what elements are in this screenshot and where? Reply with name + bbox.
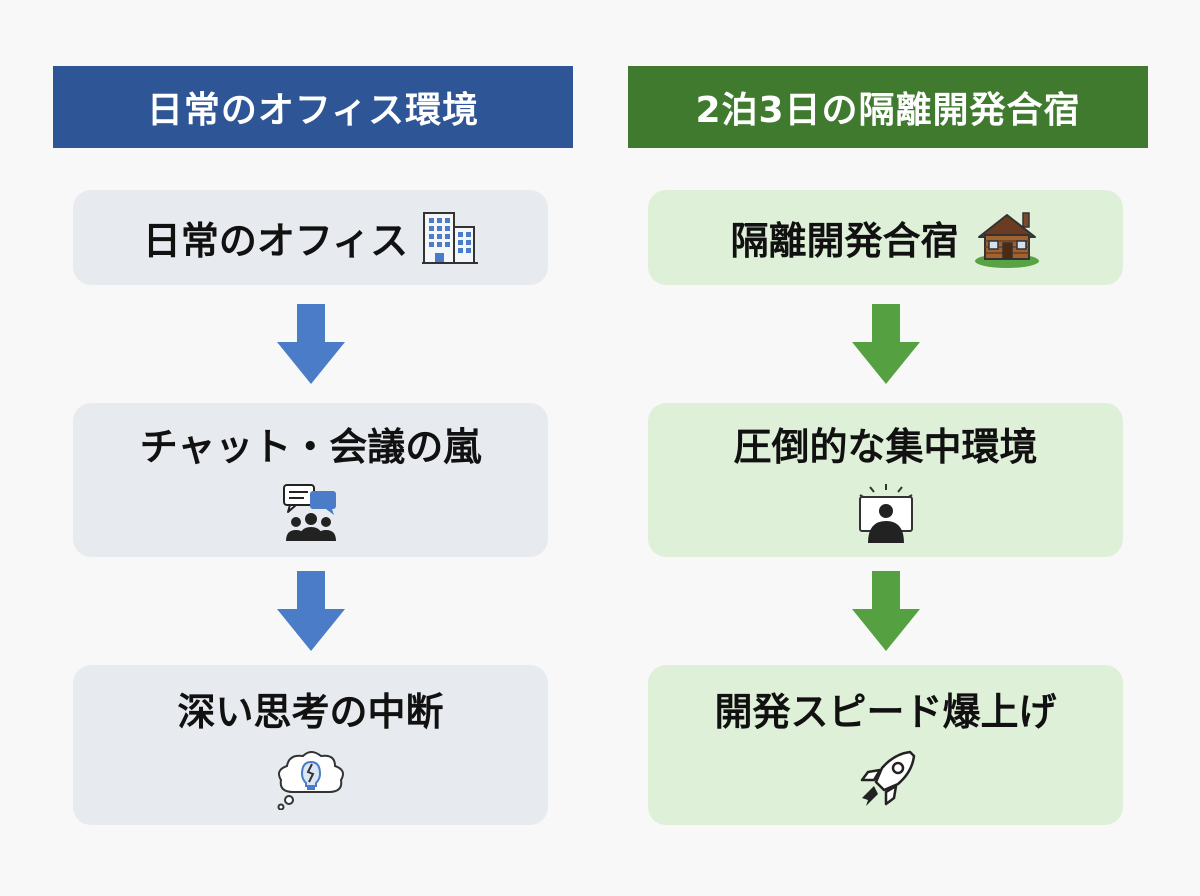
chat-meeting-people-icon [278, 483, 344, 545]
left-step-1: 日常のオフィス [73, 190, 548, 285]
right-step-1: 隔離開発合宿 [648, 190, 1123, 285]
right-step-3: 開発スピード爆上げ [648, 665, 1123, 825]
right-header: 2泊3日の隔離開発合宿 [628, 66, 1148, 148]
rocket-icon [854, 748, 918, 810]
left-step-2: チャット・会議の嵐 [73, 403, 548, 557]
left-column: 日常のオフィス環境 日常のオフィス [53, 66, 573, 825]
cabin-icon [973, 207, 1041, 269]
office-building-icon [422, 209, 479, 267]
left-step-3: 深い思考の中断 [73, 665, 548, 825]
left-step-1-label: 日常のオフィス [142, 219, 409, 263]
right-step-2: 圧倒的な集中環境 [648, 403, 1123, 557]
right-step-1-label: 隔離開発合宿 [730, 219, 959, 263]
focused-person-at-monitor-icon [856, 483, 916, 545]
left-step-2-label: チャット・会議の嵐 [139, 424, 482, 469]
left-step-3-label: 深い思考の中断 [177, 689, 444, 734]
right-down-arrow-1 [852, 304, 920, 384]
right-down-arrow-2 [852, 571, 920, 651]
right-step-3-label: 開発スピード爆上げ [714, 689, 1057, 734]
right-column: 2泊3日の隔離開発合宿 隔離開発合宿 圧倒的な集中環境 [628, 66, 1148, 825]
left-down-arrow-2 [277, 571, 345, 651]
broken-lightbulb-thought-icon [271, 748, 351, 810]
left-down-arrow-1 [277, 304, 345, 384]
left-header: 日常のオフィス環境 [53, 66, 573, 148]
right-step-2-label: 圧倒的な集中環境 [733, 424, 1038, 469]
